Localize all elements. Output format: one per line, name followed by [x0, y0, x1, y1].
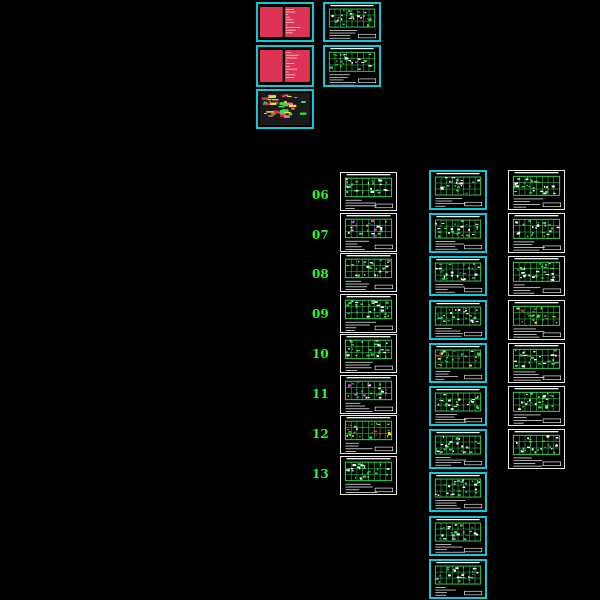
column-1-sheet-3[interactable]: [340, 253, 397, 292]
column-3-sheet-7[interactable]: [508, 429, 565, 470]
sheet-drawing: [434, 302, 483, 337]
sheet-drawing: [328, 48, 377, 85]
column-3-sheet-3[interactable]: [508, 256, 565, 297]
column-3-sheet-6[interactable]: [508, 386, 565, 426]
cover-sheet-2[interactable]: [256, 45, 314, 87]
sheet-drawing: [512, 301, 562, 338]
column-2-sheet-4[interactable]: [429, 299, 487, 340]
sheet-drawing: [344, 457, 394, 493]
column-2-sheet-8[interactable]: [429, 472, 487, 513]
column-2-sheet-3[interactable]: [429, 256, 487, 297]
row-number-11: 11: [312, 387, 329, 401]
sheet-drawing: [260, 7, 310, 37]
sheet-drawing: [512, 431, 562, 467]
sheet-drawing: [434, 173, 483, 207]
sheet-drawing: [512, 388, 562, 424]
column-1-sheet-7[interactable]: [340, 415, 397, 454]
row-number-08: 08: [312, 267, 329, 281]
sheet-drawing: [434, 475, 483, 510]
column-2-sheet-2[interactable]: [429, 213, 487, 254]
sheet-drawing: [344, 214, 394, 250]
column-2-sheet-6[interactable]: [429, 386, 487, 426]
sheet-drawing: [344, 295, 394, 331]
sheet-drawing: [434, 216, 483, 250]
sheet-drawing: [328, 5, 377, 39]
row-number-06: 06: [312, 188, 329, 202]
sheet-drawing: [434, 432, 483, 466]
sheet-drawing: [260, 50, 310, 82]
sheet-drawing: [344, 376, 394, 412]
sheet-drawing: [512, 172, 562, 208]
sheet-drawing: [344, 417, 394, 452]
row-number-07: 07: [312, 228, 329, 242]
sheet-drawing: [434, 561, 483, 596]
sheet-drawing: [344, 255, 394, 290]
sheet-drawing: [434, 259, 483, 294]
column-1-sheet-1[interactable]: [340, 172, 397, 211]
sheet-drawing: [434, 389, 483, 423]
column-1-sheet-4[interactable]: [340, 293, 397, 333]
column-3-sheet-2[interactable]: [508, 213, 565, 254]
column-3-sheet-1[interactable]: [508, 170, 565, 210]
column-1-sheet-5[interactable]: [340, 334, 397, 373]
sheet-drawing: [434, 345, 483, 380]
sheet-drawing: [512, 215, 562, 251]
overview-plan-1[interactable]: [323, 2, 381, 42]
sheet-drawing: [260, 93, 310, 125]
column-3-sheet-5[interactable]: [508, 342, 565, 383]
column-2-sheet-10[interactable]: [429, 558, 487, 599]
sheet-drawing: [512, 344, 562, 381]
column-3-sheet-4[interactable]: [508, 299, 565, 340]
column-1-sheet-2[interactable]: [340, 212, 397, 252]
sheet-drawing: [512, 258, 562, 294]
row-number-12: 12: [312, 427, 329, 441]
overview-plan-2[interactable]: [323, 45, 381, 87]
column-2-sheet-1[interactable]: [429, 170, 487, 210]
sheet-drawing: [434, 518, 483, 553]
column-1-sheet-8[interactable]: [340, 455, 397, 495]
row-number-09: 09: [312, 307, 329, 321]
cover-sheet-3[interactable]: [256, 89, 314, 129]
row-number-10: 10: [312, 347, 329, 361]
cover-sheet-1[interactable]: [256, 2, 314, 42]
sheet-drawing: [344, 336, 394, 371]
sheet-drawing: [344, 174, 394, 209]
column-2-sheet-5[interactable]: [429, 342, 487, 383]
column-2-sheet-9[interactable]: [429, 515, 487, 556]
column-2-sheet-7[interactable]: [429, 429, 487, 470]
column-1-sheet-6[interactable]: [340, 374, 397, 414]
row-number-13: 13: [312, 467, 329, 481]
